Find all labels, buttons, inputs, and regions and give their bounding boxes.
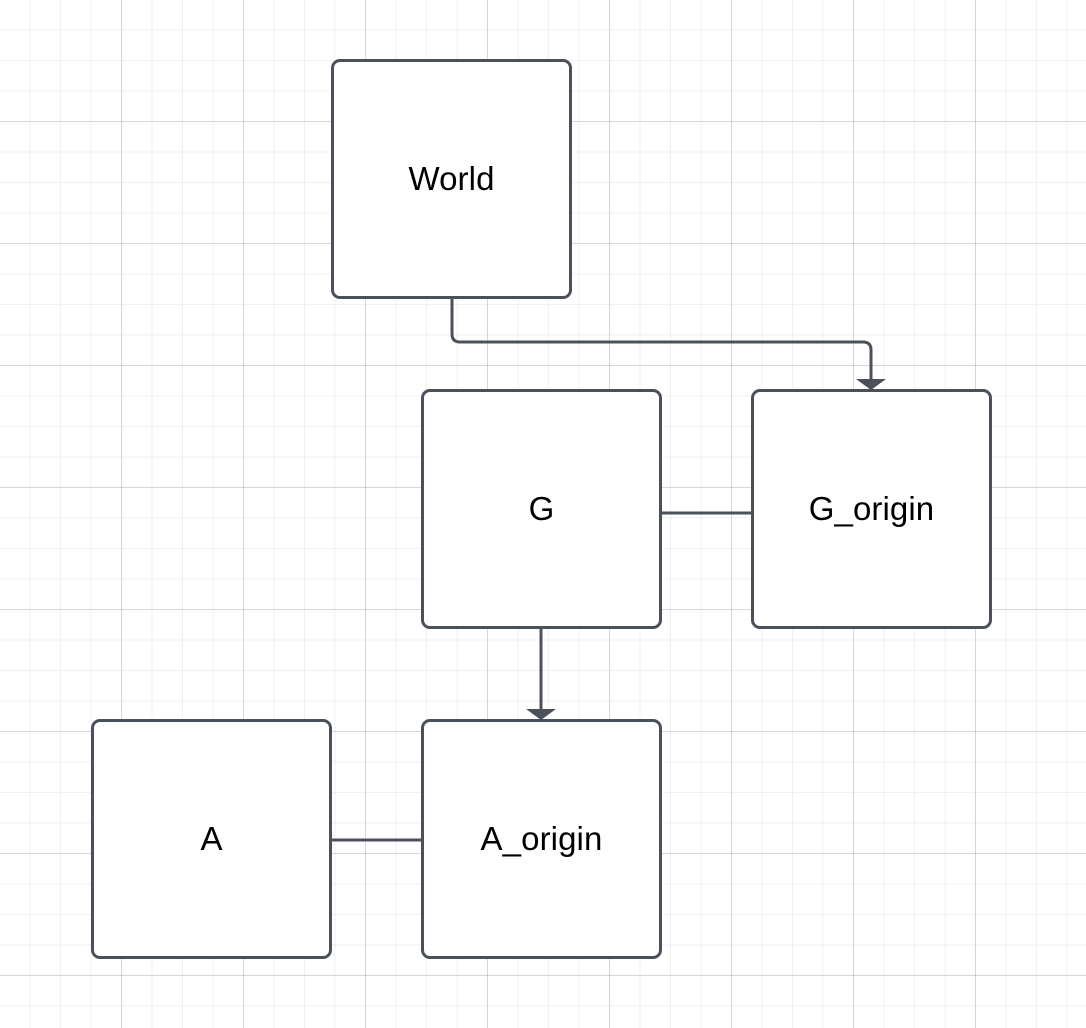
node-label-a-origin: A_origin (480, 819, 603, 857)
node-label-g: G (528, 489, 555, 527)
node-g-origin[interactable]: G_origin (751, 389, 992, 629)
node-label-world: World (408, 159, 495, 197)
node-a[interactable]: A (91, 719, 332, 959)
node-label-a: A (200, 819, 223, 857)
node-a-origin[interactable]: A_origin (421, 719, 662, 959)
node-label-g-origin: G_origin (808, 489, 935, 527)
node-world[interactable]: World (331, 59, 572, 299)
node-g[interactable]: G (421, 389, 662, 629)
edge-world-to-g_origin[interactable] (450, 299, 873, 379)
